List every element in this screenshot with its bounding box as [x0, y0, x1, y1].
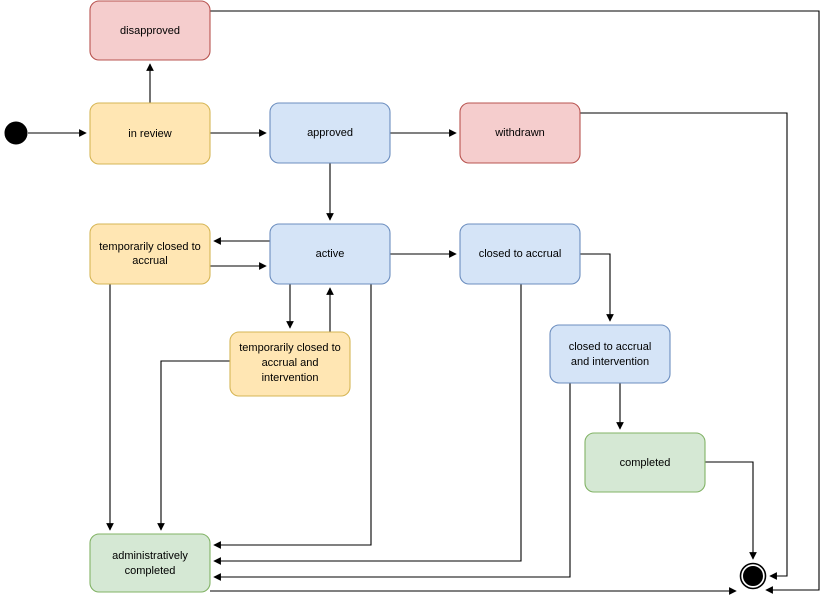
- edge-closed-accrual-to-closed-accrual-intervention: [580, 253, 614, 322]
- state-node-closed-to-accrual[interactable]: closed to accrual: [459, 223, 581, 285]
- nodes-layer: disapproved in review approved withdrawn…: [4, 0, 767, 593]
- state-node-active[interactable]: active: [269, 223, 391, 285]
- state-node-withdrawn[interactable]: withdrawn: [459, 102, 581, 164]
- state-box-in-review[interactable]: [89, 102, 211, 165]
- state-node-closed-to-accrual-and-intervention[interactable]: closed to accrual and intervention: [549, 324, 671, 384]
- edge-closed-accrual-intervention-to-admin-completed: [213, 383, 571, 581]
- state-node-disapproved[interactable]: disapproved: [89, 0, 211, 61]
- state-box-disapproved[interactable]: [89, 0, 211, 61]
- state-node-temporarily-closed-to-accrual-and-intervention[interactable]: temporarily closed to accrual and interv…: [229, 331, 351, 397]
- state-box-approved[interactable]: [269, 102, 391, 164]
- state-node-in-review[interactable]: in review: [89, 102, 211, 165]
- state-node-approved[interactable]: approved: [269, 102, 391, 164]
- state-box-active[interactable]: [269, 223, 391, 285]
- initial-state-node[interactable]: [4, 121, 28, 145]
- state-node-temporarily-closed-to-accrual[interactable]: temporarily closed to accrual: [89, 223, 211, 285]
- state-node-completed[interactable]: completed: [584, 432, 706, 493]
- edge-disapproved-to-end: [210, 10, 820, 594]
- final-state-inner-disc: [743, 566, 763, 586]
- state-box-closed-to-accrual[interactable]: [459, 223, 581, 285]
- edge-temp-closed-intervention-to-admin-completed: [157, 360, 230, 531]
- state-box-temporarily-closed-to-accrual-and-intervention[interactable]: [229, 331, 351, 397]
- edges-layer: [28, 10, 820, 595]
- final-state-outer-ring: [739, 562, 767, 590]
- edge-withdrawn-to-end: [580, 112, 788, 580]
- edge-completed-to-end: [705, 461, 757, 560]
- state-box-withdrawn[interactable]: [459, 102, 581, 164]
- state-box-completed[interactable]: [584, 432, 706, 493]
- edge-active-to-admin-completed: [213, 284, 372, 549]
- state-box-closed-to-accrual-and-intervention[interactable]: [549, 324, 671, 384]
- state-node-administratively-completed[interactable]: administratively completed: [89, 533, 211, 593]
- state-box-administratively-completed[interactable]: [89, 533, 211, 593]
- edge-closed-accrual-to-admin-completed: [213, 284, 522, 565]
- final-state-node[interactable]: [739, 562, 767, 590]
- state-box-temporarily-closed-to-accrual[interactable]: [89, 223, 211, 285]
